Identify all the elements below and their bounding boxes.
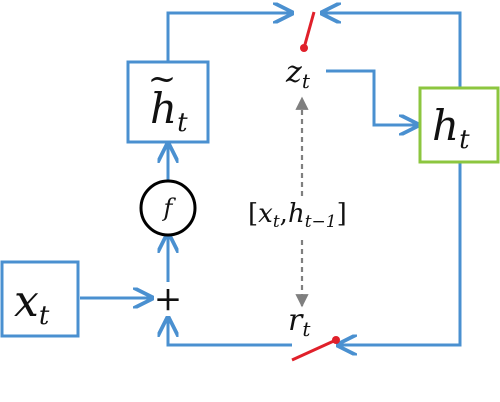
ht-label: ht	[432, 101, 470, 155]
wire-zgate-to-ht	[326, 69, 418, 125]
wire-rgate-to-plus	[168, 318, 292, 347]
xt-box	[0, 260, 80, 338]
wire-htilde-to-zgate	[166, 13, 292, 62]
plus-sign: +	[154, 279, 183, 319]
htilde-accent: ~	[148, 59, 177, 99]
zt-label: zt	[285, 55, 311, 93]
f-activation-circle	[139, 179, 197, 237]
concat-label: [xt,ht−1]	[248, 199, 347, 232]
rt-label: rt	[288, 303, 311, 341]
htilde-box	[126, 60, 210, 144]
ht-box	[418, 86, 500, 164]
wire-ht-to-rgate	[338, 162, 462, 345]
r-gate-switch	[291, 336, 340, 362]
htilde-label: ht	[150, 84, 188, 138]
z-gate-switch	[300, 11, 316, 52]
xt-label: xt	[14, 276, 50, 331]
wire-ht-to-zgate	[322, 13, 462, 88]
